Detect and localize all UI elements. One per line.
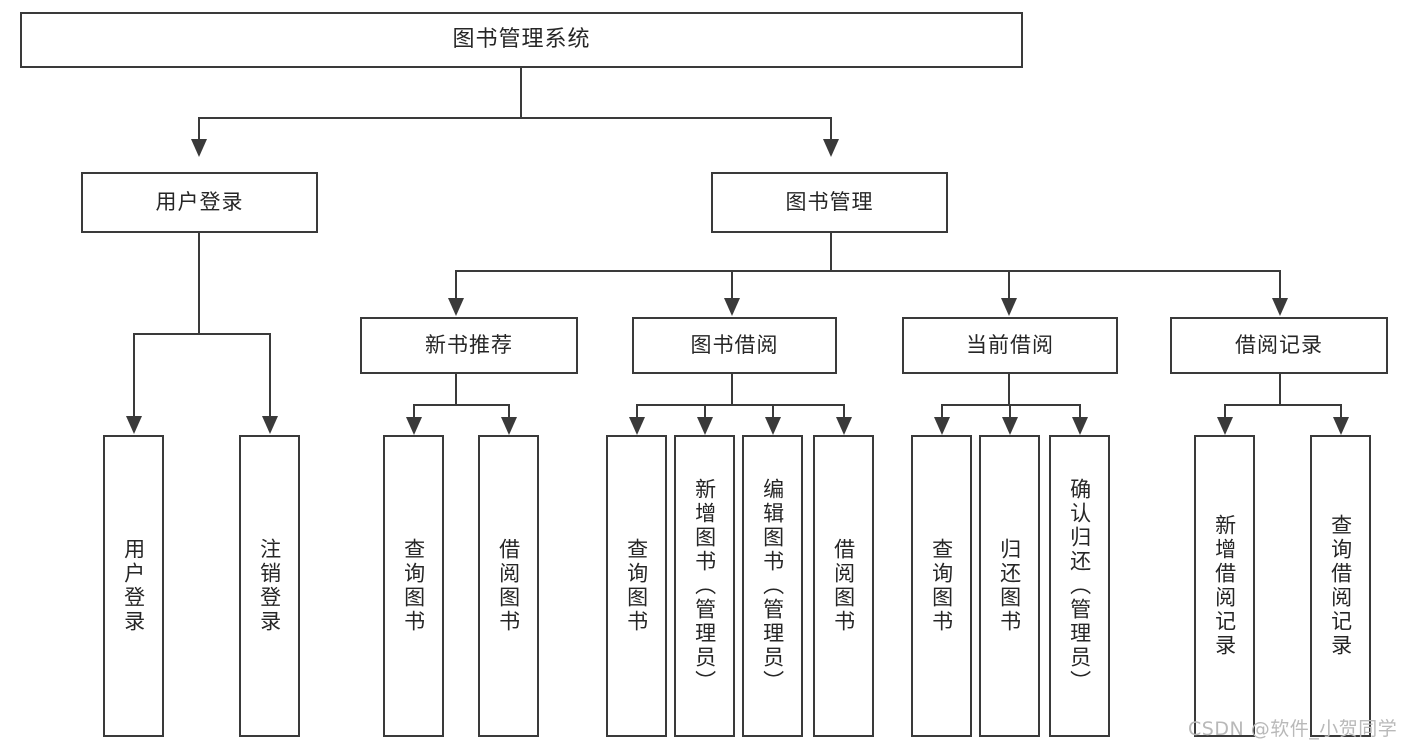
leaf-user-login[interactable]: 用户登录 (103, 435, 164, 737)
node-new-book-recommend[interactable]: 新书推荐 (360, 317, 578, 374)
connector-book-manage-bar (455, 270, 1281, 272)
connector-book-borrow-leaf2 (704, 404, 706, 418)
leaf-new-book-borrow[interactable]: 借阅图书 (478, 435, 539, 737)
arrowhead-borrow-record-leaf2 (1333, 417, 1349, 435)
leaf-add-borrow-record[interactable]: 新增借阅记录 (1194, 435, 1255, 737)
leaf-query-borrow-record-label: 查询借阅记录 (1328, 514, 1353, 658)
leaf-confirm-return-admin-label: 确认归还（管理员） (1067, 478, 1092, 694)
arrowhead-borrow-record (1272, 298, 1288, 316)
connector-user-login-leaf1 (133, 333, 135, 417)
leaf-return-book-label: 归还图书 (997, 538, 1022, 634)
connector-root-trunk (520, 68, 522, 118)
leaf-current-borrow-query-label: 查询图书 (929, 538, 954, 634)
connector-book-borrow-leaf4 (843, 404, 845, 418)
leaf-add-borrow-record-label: 新增借阅记录 (1212, 514, 1237, 658)
arrowhead-book-borrow-leaf4 (836, 417, 852, 435)
arrowhead-current-borrow-leaf3 (1072, 417, 1088, 435)
arrowhead-new-book-leaf1 (406, 417, 422, 435)
arrowhead-user-login-leaf1 (126, 416, 142, 434)
connector-current-borrow-leaf3 (1079, 404, 1081, 418)
connector-borrow-record-leaf2 (1340, 404, 1342, 418)
connector-level2-bar (198, 117, 832, 119)
connector-current-borrow-leaf1 (941, 404, 943, 418)
arrowhead-book-borrow-leaf2 (697, 417, 713, 435)
leaf-query-borrow-record[interactable]: 查询借阅记录 (1310, 435, 1371, 737)
arrowhead-book-manage (823, 139, 839, 157)
leaf-user-login-label: 用户登录 (121, 538, 146, 634)
connector-book-borrow-leaf3 (772, 404, 774, 418)
connector-new-book-leaf2 (508, 404, 510, 418)
arrowhead-book-borrow-leaf3 (765, 417, 781, 435)
leaf-new-book-query[interactable]: 查询图书 (383, 435, 444, 737)
leaf-return-book[interactable]: 归还图书 (979, 435, 1040, 737)
arrowhead-book-borrow-leaf1 (629, 417, 645, 435)
arrowhead-current-borrow-leaf1 (934, 417, 950, 435)
leaf-new-book-borrow-label: 借阅图书 (496, 538, 521, 634)
connector-book-borrow-trunk (731, 374, 733, 405)
connector-book-borrow-bar (636, 404, 845, 406)
leaf-book-borrow-action[interactable]: 借阅图书 (813, 435, 874, 737)
connector-new-book-trunk (455, 374, 457, 405)
connector-borrow-record-leaf1 (1224, 404, 1226, 418)
leaf-book-borrow-query[interactable]: 查询图书 (606, 435, 667, 737)
leaf-book-borrow-action-label: 借阅图书 (831, 538, 856, 634)
node-current-borrow[interactable]: 当前借阅 (902, 317, 1118, 374)
connector-current-borrow-bar (941, 404, 1081, 406)
connector-book-borrow-leaf1 (636, 404, 638, 418)
connector-book-manage-trunk (830, 233, 832, 271)
connector-to-borrow-record (1279, 270, 1281, 299)
node-book-manage[interactable]: 图书管理 (711, 172, 948, 233)
leaf-new-book-query-label: 查询图书 (401, 538, 426, 634)
connector-borrow-record-trunk (1279, 374, 1281, 405)
connector-user-login-leaf2 (269, 333, 271, 417)
node-borrow-record[interactable]: 借阅记录 (1170, 317, 1388, 374)
connector-to-current-borrow (1008, 270, 1010, 299)
connector-current-borrow-trunk (1008, 374, 1010, 405)
leaf-current-borrow-query[interactable]: 查询图书 (911, 435, 972, 737)
connector-to-book-borrow (731, 270, 733, 299)
leaf-book-borrow-query-label: 查询图书 (624, 538, 649, 634)
node-user-login[interactable]: 用户登录 (81, 172, 318, 233)
arrowhead-borrow-record-leaf1 (1217, 417, 1233, 435)
connector-to-book-manage (830, 117, 832, 139)
leaf-book-add-admin[interactable]: 新增图书（管理员） (674, 435, 735, 737)
arrowhead-new-book-leaf2 (501, 417, 517, 435)
leaf-logout[interactable]: 注销登录 (239, 435, 300, 737)
leaf-logout-label: 注销登录 (257, 538, 282, 634)
arrowhead-book-borrow (724, 298, 740, 316)
arrowhead-user-login (191, 139, 207, 157)
connector-new-book-leaf1 (413, 404, 415, 418)
leaf-book-edit-admin[interactable]: 编辑图书（管理员） (742, 435, 803, 737)
connector-to-user-login (198, 117, 200, 139)
connector-current-borrow-leaf2 (1009, 404, 1011, 418)
connector-borrow-record-bar (1224, 404, 1342, 406)
arrowhead-current-borrow (1001, 298, 1017, 316)
leaf-book-add-admin-label: 新增图书（管理员） (692, 478, 717, 694)
connector-new-book-bar (413, 404, 510, 406)
leaf-confirm-return-admin[interactable]: 确认归还（管理员） (1049, 435, 1110, 737)
node-root-system[interactable]: 图书管理系统 (20, 12, 1023, 68)
arrowhead-new-book (448, 298, 464, 316)
arrowhead-user-login-leaf2 (262, 416, 278, 434)
leaf-book-edit-admin-label: 编辑图书（管理员） (760, 478, 785, 694)
connector-user-login-trunk (198, 233, 200, 334)
connector-to-new-book (455, 270, 457, 299)
arrowhead-current-borrow-leaf2 (1002, 417, 1018, 435)
connector-user-login-bar (133, 333, 271, 335)
node-book-borrow[interactable]: 图书借阅 (632, 317, 837, 374)
